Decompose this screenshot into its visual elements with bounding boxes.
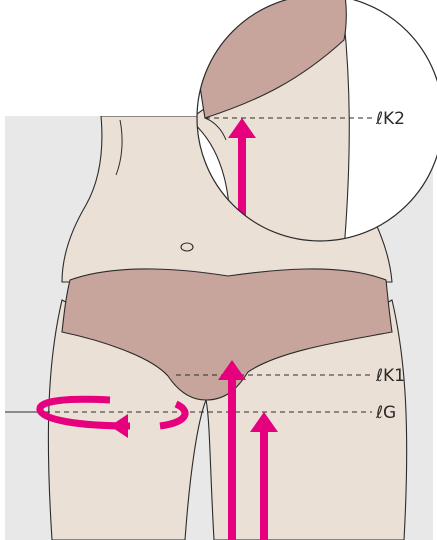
label-g: ℓG xyxy=(375,403,396,423)
label-k2: ℓK2 xyxy=(375,109,405,129)
label-k1: ℓK1 xyxy=(375,366,405,386)
